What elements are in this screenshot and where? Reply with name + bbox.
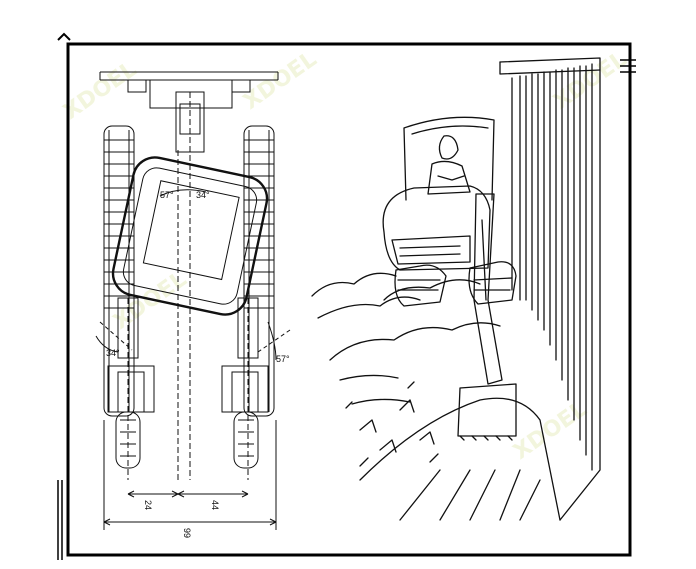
watermark: XDOEL — [509, 397, 591, 465]
watermark: XDOEL — [109, 267, 191, 335]
dimension-overall-width: 99 — [182, 528, 192, 538]
angle-label-lower-right: 57° — [276, 354, 290, 364]
outer-frame — [57, 32, 636, 560]
watermark: XDOEL — [59, 57, 141, 125]
dimension-labels: 24 44 99 57° 34° 34° 57° — [106, 190, 290, 538]
angle-label-lower-left: 34° — [106, 348, 120, 358]
watermark: XDOEL — [239, 47, 321, 115]
excavator-scene-illustration — [311, 57, 601, 521]
angle-label-upper-right: 34° — [196, 190, 210, 200]
dimension-inner-offset: 24 — [143, 500, 153, 510]
dimension-track-center: 44 — [210, 500, 220, 510]
top-view-technical-drawing — [95, 71, 291, 530]
building-wall — [499, 57, 601, 521]
angle-label-upper-left: 57° — [160, 190, 174, 200]
